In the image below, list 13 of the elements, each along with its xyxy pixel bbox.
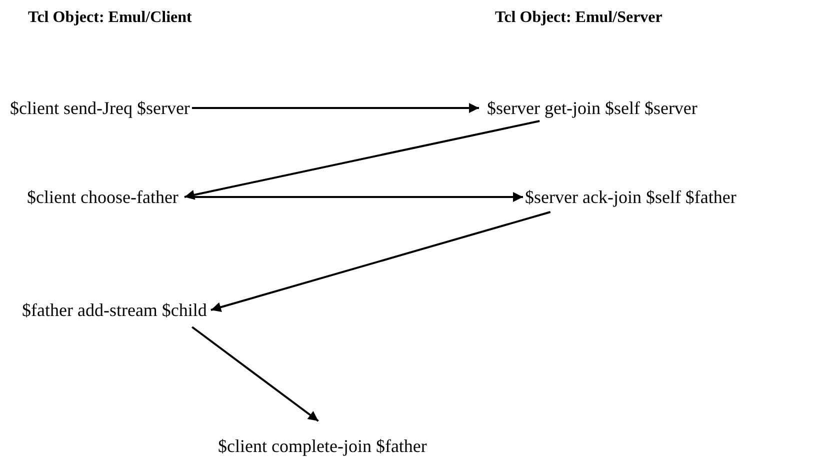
object-heading: Tcl Object: Emul/Client bbox=[28, 8, 192, 28]
step-text: $client choose-father bbox=[27, 187, 178, 207]
arrow bbox=[192, 326, 319, 422]
arrow bbox=[192, 192, 523, 202]
step-text: $server get-join $self $server bbox=[487, 98, 698, 118]
object-heading: Tcl Object: Emul/Server bbox=[495, 8, 662, 28]
arrow bbox=[184, 120, 540, 200]
step-text: $father add-stream $child bbox=[22, 300, 207, 320]
step-text: $server ack-join $self $father bbox=[525, 187, 736, 207]
arrow bbox=[192, 103, 479, 113]
step-text: $client send-Jreq $server bbox=[10, 98, 190, 118]
arrow bbox=[210, 211, 551, 312]
step-text: $client complete-join $father bbox=[218, 436, 427, 456]
